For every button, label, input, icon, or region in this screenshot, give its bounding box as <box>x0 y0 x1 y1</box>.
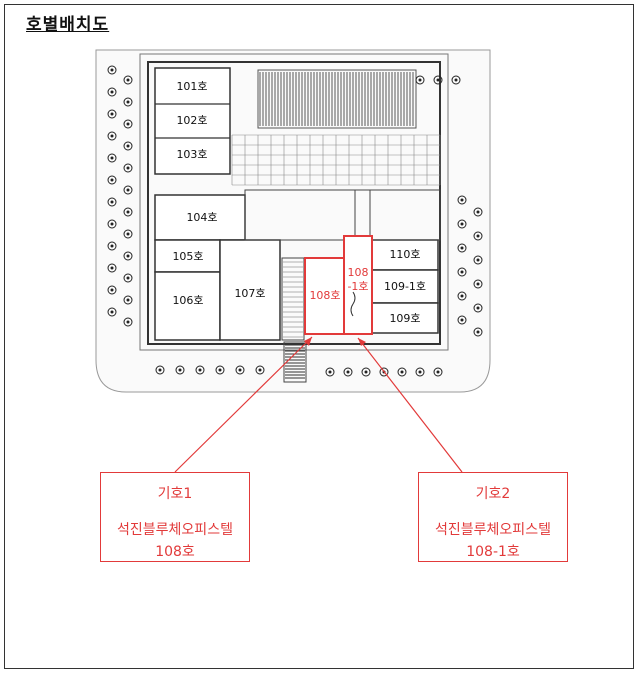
unit-label-103: 103호 <box>176 148 207 161</box>
callout-1-unit: 108호 <box>155 544 195 560</box>
unit-label-108-1-line2: -1호 <box>347 280 368 293</box>
callout-2-name: 석진블루체오피스텔 <box>435 522 551 538</box>
leader-line-2 <box>357 337 463 473</box>
outer-outline <box>139 53 449 351</box>
core-area <box>244 189 371 241</box>
unit-label-106: 106호 <box>172 294 203 307</box>
unit-label-102: 102호 <box>176 114 207 127</box>
callout-2-symbol: 기호2 <box>475 486 511 502</box>
page-title: 호별배치도 <box>26 15 110 35</box>
callout-1-symbol: 기호1 <box>157 486 193 502</box>
unit-label-101: 101호 <box>176 80 207 93</box>
leader-arrow-1 <box>304 337 312 346</box>
unit-outline-108 <box>304 257 345 335</box>
unit-outline-105 <box>154 239 221 273</box>
unit-label-104: 104호 <box>186 211 217 224</box>
leader-arrow-2 <box>358 338 366 346</box>
unit-outline-109 <box>371 302 439 334</box>
callout-2-unit: 108-1호 <box>466 544 520 560</box>
unit-label-108-1-line1: 108 <box>348 266 369 279</box>
callout-box-1: 기호1 석진블루체오피스텔 108호 <box>100 472 250 562</box>
unit-label-109-1: 109-1호 <box>384 280 426 293</box>
landscape-trees <box>107 65 483 377</box>
courtyard-grid <box>231 134 441 186</box>
unit-label-105: 105호 <box>172 250 203 263</box>
unit-outline-104 <box>154 194 246 241</box>
unit-label-110: 110호 <box>389 248 420 261</box>
unit-outline-110 <box>371 239 439 271</box>
unit-outline-107 <box>219 239 281 341</box>
leader-line-1 <box>174 336 313 473</box>
unit-block-101-103 <box>154 67 231 175</box>
entrance <box>283 341 307 383</box>
callout-box-2: 기호2 석진블루체오피스텔 108-1호 <box>418 472 568 562</box>
hatched-area <box>259 72 414 126</box>
unit-label-109: 109호 <box>389 312 420 325</box>
unit-label-107: 107호 <box>234 287 265 300</box>
page-frame <box>4 4 634 669</box>
callout-1-name: 석진블루체오피스텔 <box>117 522 233 538</box>
unit-outline-108-1 <box>343 235 373 335</box>
right-core <box>354 189 441 241</box>
unit-label-108: 108호 <box>309 289 340 302</box>
